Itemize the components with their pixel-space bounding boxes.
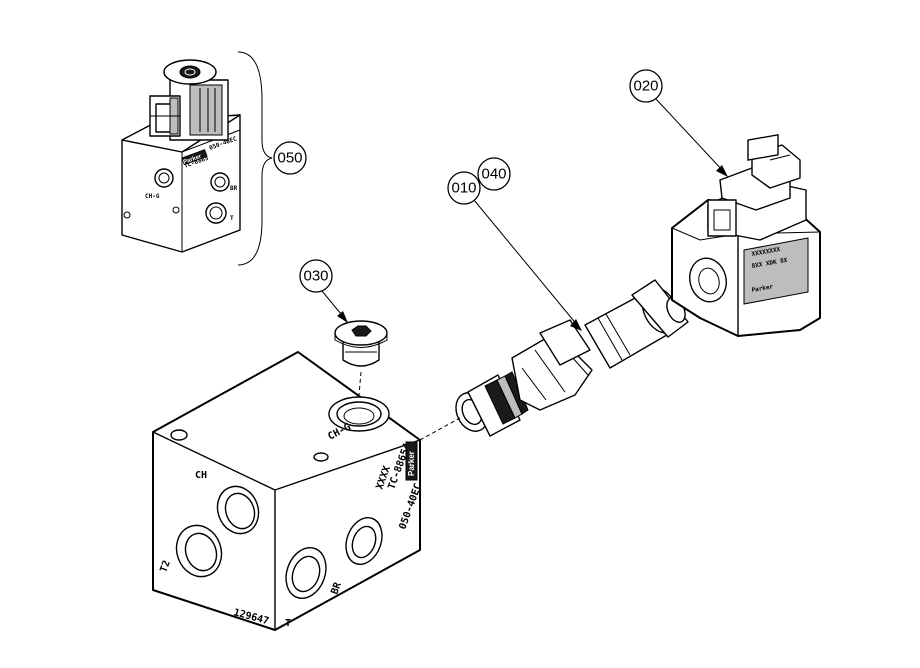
plug-030	[334, 320, 388, 396]
block-parker-logo	[405, 441, 418, 481]
port-ch-inner	[224, 492, 256, 530]
callout-020-arrow	[716, 165, 728, 177]
assembly-small-hole	[172, 206, 180, 214]
assembly-label-br: BR	[230, 185, 238, 192]
assembly-mount-hole	[123, 211, 131, 219]
solenoid-coil: XXXXXXXX 8XX XDK 8X Parker	[671, 134, 821, 337]
top-mount-hole	[170, 429, 188, 441]
assembled-valve-view: CH-G BR T 050-40EC TC-8865 Parker	[121, 59, 241, 253]
cartridge-valve	[419, 279, 689, 441]
callout-040-text: 040	[481, 166, 506, 183]
assembly-port-br-inner	[214, 176, 226, 188]
assembly-port-t-inner	[209, 206, 223, 220]
coil-label-plate	[743, 237, 809, 305]
label-ch: CH	[195, 470, 207, 481]
label-t2: T2	[158, 559, 172, 574]
coil-connector-latch	[707, 199, 737, 237]
assembly-bracket	[237, 51, 273, 266]
assembly-parker-logo	[181, 149, 208, 166]
cavity-mid	[336, 401, 382, 427]
port-side-large-inner	[291, 555, 321, 593]
callout-010-text: 010	[451, 180, 476, 197]
coil-label-brand: Parker	[751, 283, 774, 294]
callout-050-text: 050	[277, 150, 302, 167]
callout-030-text: 030	[303, 268, 328, 285]
coil-label-line2: XXXXXXXX	[751, 246, 781, 258]
callout-050-bubble	[273, 141, 307, 175]
port-side-br-inner	[351, 525, 377, 559]
assembly-coil-shade	[189, 84, 223, 136]
coil-label-box	[747, 134, 779, 161]
assembly-port-ch-inner	[158, 172, 170, 184]
callout-040-bubble	[477, 157, 511, 191]
callout-010-bubble	[447, 171, 481, 205]
manifold-block: CH-G CH T2 129647 T BR 050-40EC XXXX TC-…	[152, 351, 424, 631]
callout-020-text: 020	[633, 78, 658, 95]
block-outline	[152, 351, 421, 631]
assembly-label-t: T	[230, 215, 234, 222]
assembly-port-ch	[154, 168, 174, 188]
block-parker-text: Parker	[407, 451, 416, 476]
callout-030-bubble	[299, 259, 333, 293]
callout-010-arrow	[570, 319, 582, 331]
callout-030-arrow	[337, 311, 348, 323]
cartridge-collar	[539, 319, 591, 366]
callouts: 050 030 010 040 020	[273, 69, 728, 331]
assembly-label-ch-g: CH-G	[145, 193, 160, 200]
assembly-port-br	[210, 172, 230, 192]
port-t2-inner	[184, 532, 218, 572]
label-t-mark: T	[285, 618, 291, 629]
callout-020-bubble	[629, 69, 663, 103]
top-small-hole	[313, 452, 329, 462]
plug-hex-socket	[351, 325, 372, 337]
assembly-port-t	[205, 202, 227, 224]
label-br: BR	[329, 580, 344, 596]
callout-020-leader	[655, 98, 725, 173]
cartridge-nut-body	[631, 279, 689, 338]
assembly-coil-nut-center	[179, 65, 201, 79]
cavity-inner	[343, 407, 375, 425]
callout-010-leader	[473, 199, 579, 327]
